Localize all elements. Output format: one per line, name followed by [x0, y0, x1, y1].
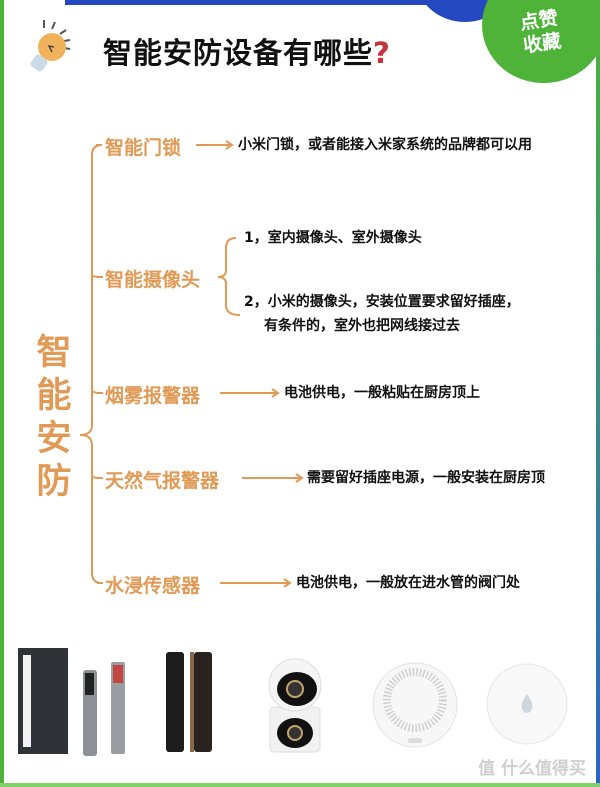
smart-lock-product-image	[166, 652, 212, 752]
gas-alarm-product-image	[372, 662, 458, 748]
leaf-gas-alarm: 需要留好插座电源，一般安装在厨房顶	[307, 470, 545, 486]
leaf-camera-2: 2，小米的摄像头，安装位置要求留好插座，	[244, 294, 520, 310]
mindmap-connectors	[79, 140, 304, 588]
root-char: 能	[36, 376, 72, 416]
frame-border-bottom	[0, 783, 600, 787]
page-title: 智能安防设备有哪些?	[103, 30, 391, 72]
lightbulb-icon	[30, 20, 71, 72]
question-mark: ?	[373, 36, 391, 70]
root-char: 安	[36, 419, 72, 459]
branch-gas-alarm: 天然气报警器	[105, 470, 220, 492]
leaf-smart-lock: 小米门锁，或者能接入米家系统的品牌都可以用	[238, 137, 532, 153]
camera-product-image	[268, 658, 322, 753]
branch-smoke-alarm: 烟雾报警器	[105, 385, 201, 407]
leaf-camera-1: 1，室内摄像头、室外摄像头	[244, 230, 422, 246]
door-lock-product-image	[18, 648, 125, 756]
branch-water-sensor: 水浸传感器	[105, 575, 201, 597]
top-decor-bar	[65, 0, 445, 5]
root-char: 防	[36, 462, 72, 502]
leaf-camera-2-cont: 有条件的，室外也把网线接过去	[264, 318, 460, 334]
frame-border-right	[596, 0, 600, 787]
frame-border-left	[0, 0, 4, 787]
branch-camera: 智能摄像头	[105, 269, 201, 291]
title-text: 智能安防设备有哪些	[103, 36, 374, 70]
root-char: 智	[36, 333, 72, 373]
watermark: 值 什么值得买	[478, 759, 586, 779]
leaf-water-sensor: 电池供电，一般放在进水管的阀门处	[296, 575, 520, 591]
branch-smart-lock: 智能门锁	[105, 137, 182, 159]
root-node: 智 能 安 防	[34, 332, 74, 504]
leaf-smoke-alarm: 电池供电，一般粘贴在厨房顶上	[284, 385, 480, 401]
water-sensor-product-image	[486, 663, 568, 745]
